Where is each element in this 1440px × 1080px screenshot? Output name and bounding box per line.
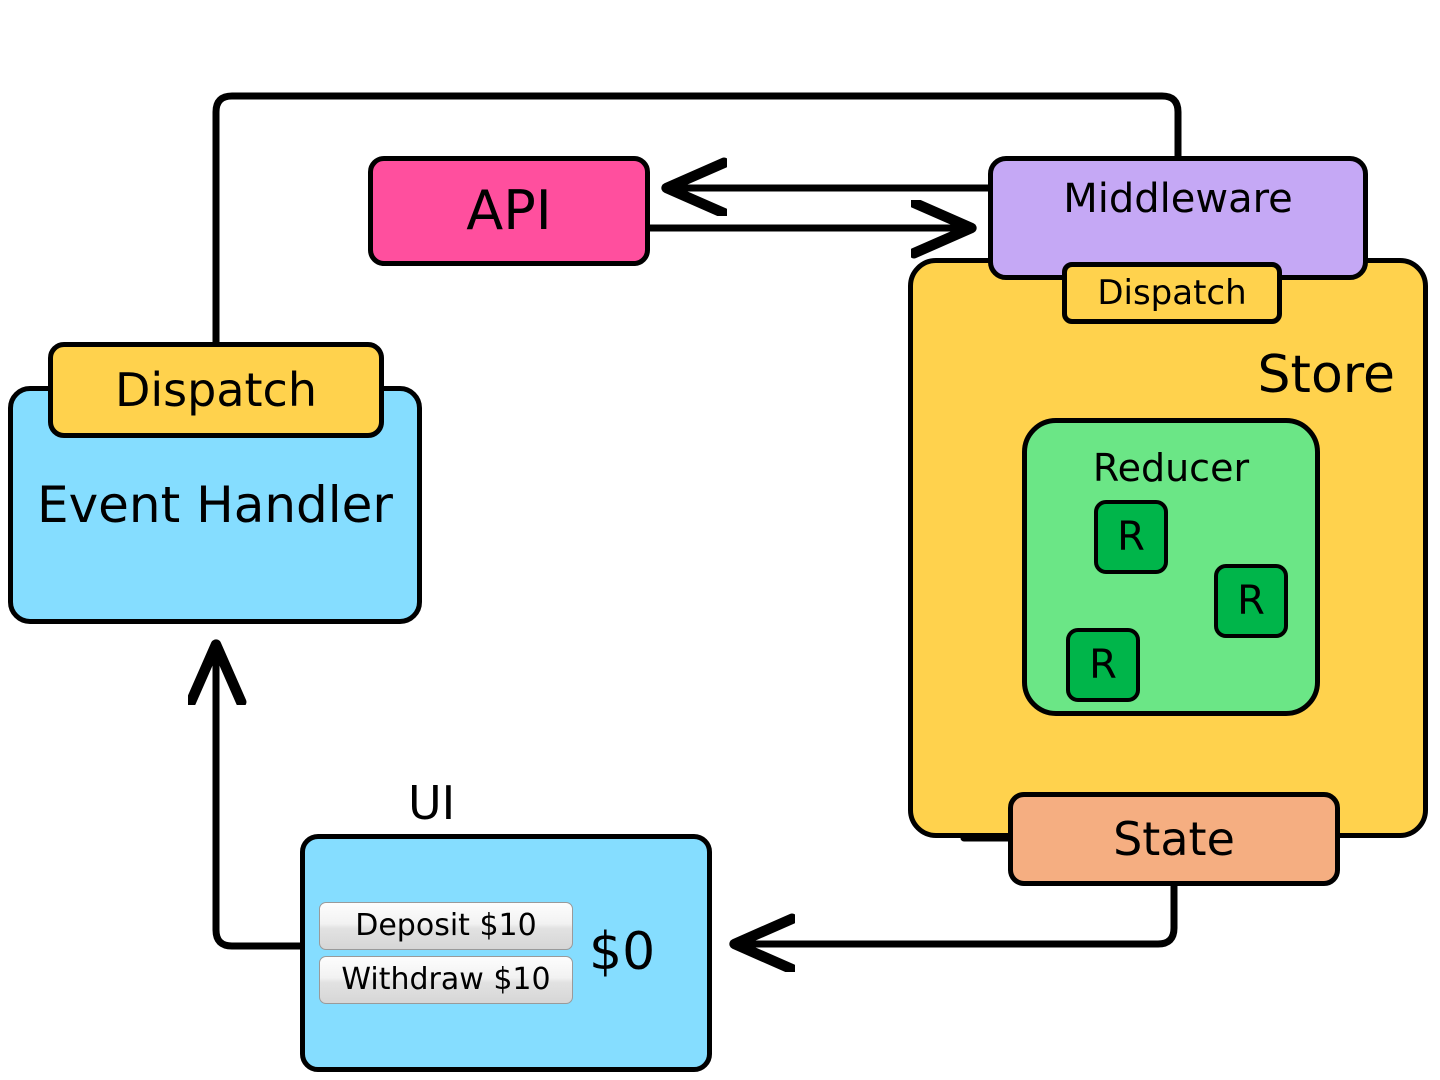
balance-display: $0 [589, 922, 656, 983]
withdraw-button-label: Withdraw $10 [341, 961, 551, 997]
reducer-label: Reducer [1092, 446, 1250, 490]
ui-node[interactable]: Deposit $10 Withdraw $10 $0 [300, 834, 712, 1072]
ui-button-group: Deposit $10 Withdraw $10 [319, 902, 573, 1004]
reducer-chip-2-label: R [1237, 578, 1265, 624]
reducer-chip-2[interactable]: R [1214, 564, 1288, 638]
event-handler-label: Event Handler [36, 475, 393, 534]
withdraw-button[interactable]: Withdraw $10 [319, 956, 573, 1004]
reducer-chip-1-label: R [1117, 514, 1145, 560]
state-label: State [1113, 811, 1235, 866]
reducer-chip-1[interactable]: R [1094, 500, 1168, 574]
edge-ui-to-event-handler [216, 646, 300, 950]
reducer-chip-3[interactable]: R [1066, 628, 1140, 702]
deposit-button-label: Deposit $10 [355, 907, 537, 943]
middleware-label: Middleware [1063, 176, 1293, 222]
edge-state-to-ui [736, 886, 1178, 944]
store-label: Store [1257, 345, 1395, 405]
api-label: API [466, 179, 552, 243]
dispatch-event-handler-label: Dispatch [114, 362, 318, 417]
ui-label: UI [408, 776, 456, 830]
dispatch-store-node[interactable]: Dispatch [1062, 262, 1282, 324]
deposit-button[interactable]: Deposit $10 [319, 902, 573, 950]
ui-content: Deposit $10 Withdraw $10 $0 [305, 839, 707, 1067]
api-node[interactable]: API [368, 156, 650, 266]
reducer-chip-3-label: R [1089, 642, 1117, 688]
dispatch-event-handler-node[interactable]: Dispatch [48, 342, 384, 438]
state-node[interactable]: State [1008, 792, 1340, 886]
dispatch-store-label: Dispatch [1097, 272, 1247, 313]
